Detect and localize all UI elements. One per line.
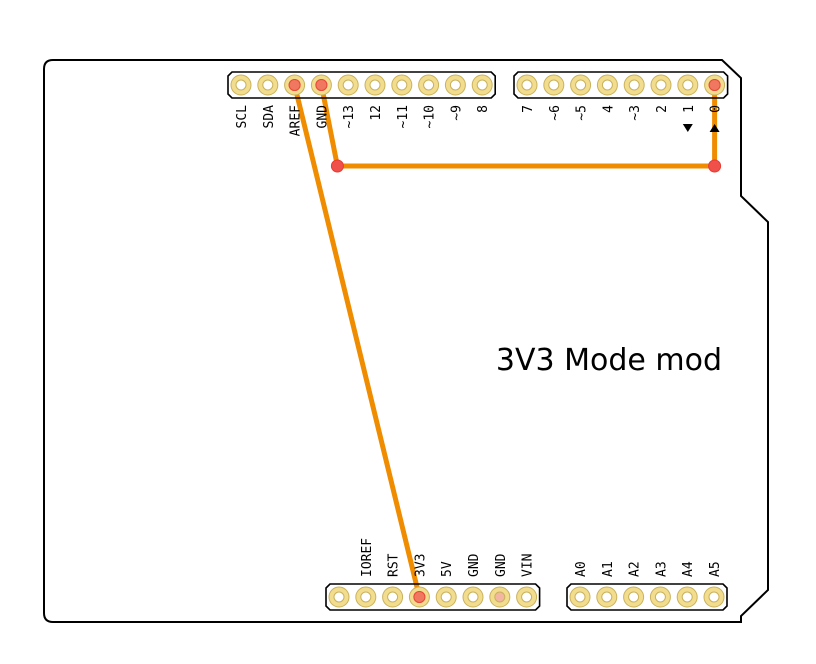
- bottom-analog-header: [566, 583, 728, 611]
- wire-dots: [288, 79, 722, 603]
- pin-hole-top-left-pwm-11-6: [396, 79, 408, 91]
- wire-gnd-jog-dot: [330, 159, 344, 173]
- pin-labels: SCL SDA AREF GND ~13 12 ~11 ~10 ~9 8 7 ~6 ~5 4 ~3 2 1 0IO…: [235, 105, 724, 577]
- top-left-header-outline: [227, 71, 496, 99]
- pin-label-bottom-analog-a2: A2: [628, 561, 643, 577]
- pin-label-top-right-1: 1: [682, 105, 697, 113]
- pin-label-bottom-analog-a1: A1: [601, 561, 616, 577]
- pin-label-top-left-pwm-10: ~10: [423, 105, 438, 128]
- board-outline: [43, 59, 769, 623]
- pin-hole-bottom-power-ioref-1: [360, 591, 372, 603]
- pin-hole-top-left-8-9: [476, 79, 488, 91]
- pin-hole-bottom-power-blank-0: [333, 591, 345, 603]
- active-pin-pin0: [708, 79, 721, 91]
- pin-hole-top-left-pwm-13-4: [342, 79, 354, 91]
- pin-hole-bottom-analog-a5-5: [708, 591, 720, 603]
- pin-hole-top-right-pwm-6-1: [548, 79, 560, 91]
- pin-label-bottom-power-ioref: IOREF: [360, 538, 375, 577]
- pin-label-bottom-analog-a3: A3: [654, 561, 669, 577]
- rx-arrow-icon: [709, 124, 720, 132]
- pin-hole-top-right-1-6: [682, 79, 694, 91]
- pin-label-bottom-power-3v3: 3V3: [413, 554, 428, 577]
- wire-aref-to-3v3: [292, 82, 422, 600]
- pin-hole-bottom-analog-a3-3: [654, 591, 666, 603]
- pin-hole-top-left-scl-0: [235, 79, 247, 91]
- pin-label-top-right-pwm-5: ~5: [575, 105, 590, 121]
- pin-label-top-left-aref: AREF: [289, 105, 304, 136]
- pin-label-top-right-7: 7: [521, 105, 536, 113]
- pin-hole-bottom-analog-a0-0: [574, 591, 586, 603]
- pin-hole-top-left-sda-1: [262, 79, 274, 91]
- pin-hole-bottom-power-vin-7: [521, 591, 533, 603]
- top-right-header-outline: [513, 71, 729, 99]
- pin-hole-bottom-analog-a1-1: [601, 591, 613, 603]
- pin-hole-top-left-12-5: [369, 79, 381, 91]
- pin-label-bottom-power-rst: RST: [387, 553, 402, 577]
- pin-label-bottom-analog-a5: A5: [708, 561, 723, 577]
- bottom-analog-header-outline: [566, 583, 728, 611]
- bottom-power-header-outline: [325, 583, 541, 611]
- pin-hole-top-right-2-5: [655, 79, 667, 91]
- pin-hole-top-right-7-0: [521, 79, 533, 91]
- pin-label-top-right-0: 0: [709, 105, 724, 113]
- pin-label-top-left-sda: SDA: [262, 105, 277, 129]
- pin-label-bottom-power-gnd: GND: [467, 553, 482, 577]
- pin-hole-bottom-power-rst-2: [387, 591, 399, 603]
- pin-hole-bottom-analog-a2-2: [628, 591, 640, 603]
- pin-label-top-left-12: 12: [369, 105, 384, 121]
- pin-label-top-left-pwm-11: ~11: [396, 105, 411, 128]
- active-pin-aref: [288, 79, 301, 91]
- pin-label-bottom-power-vin: VIN: [521, 554, 536, 577]
- pin-hole-top-left-pwm-9-8: [449, 79, 461, 91]
- pin-hole-top-right-4-3: [601, 79, 613, 91]
- pin-hole-top-right-pwm-5-2: [575, 79, 587, 91]
- pin-label-top-left-scl: SCL: [235, 105, 250, 129]
- pin-label-top-right-2: 2: [655, 105, 670, 113]
- pin-label-bottom-analog-a0: A0: [574, 561, 589, 577]
- pin-label-top-right-4: 4: [601, 105, 616, 113]
- active-pin-gnd: [315, 79, 328, 91]
- pin-hole-bottom-power-gnd-5: [467, 591, 479, 603]
- pin-label-bottom-analog-a4: A4: [681, 561, 696, 577]
- pin-label-bottom-power-5v: 5V: [440, 561, 455, 577]
- active-pin-3v3: [413, 591, 426, 603]
- pin-hole-bottom-power-gnd-6: [494, 591, 506, 603]
- pin-hole-top-left-pwm-10-7: [423, 79, 435, 91]
- pin-label-top-right-pwm-6: ~6: [548, 105, 563, 121]
- pin-label-bottom-power-gnd: GND: [494, 553, 509, 577]
- mode-title: 3V3 Mode mod: [496, 343, 722, 378]
- wire-pin0-jog-dot: [708, 159, 722, 173]
- pin-label-top-left-pwm-9: ~9: [449, 105, 464, 121]
- tx-arrow-icon: [682, 124, 693, 132]
- pin-label-top-left-8: 8: [476, 105, 491, 113]
- pin-hole-bottom-analog-a4-4: [681, 591, 693, 603]
- pin-label-top-left-gnd: GND: [315, 105, 330, 129]
- pin-label-top-left-pwm-13: ~13: [342, 105, 357, 128]
- pin-hole-bottom-power-5v-4: [440, 591, 452, 603]
- pin-hole-top-right-pwm-3-4: [628, 79, 640, 91]
- pin-label-top-right-pwm-3: ~3: [628, 105, 643, 121]
